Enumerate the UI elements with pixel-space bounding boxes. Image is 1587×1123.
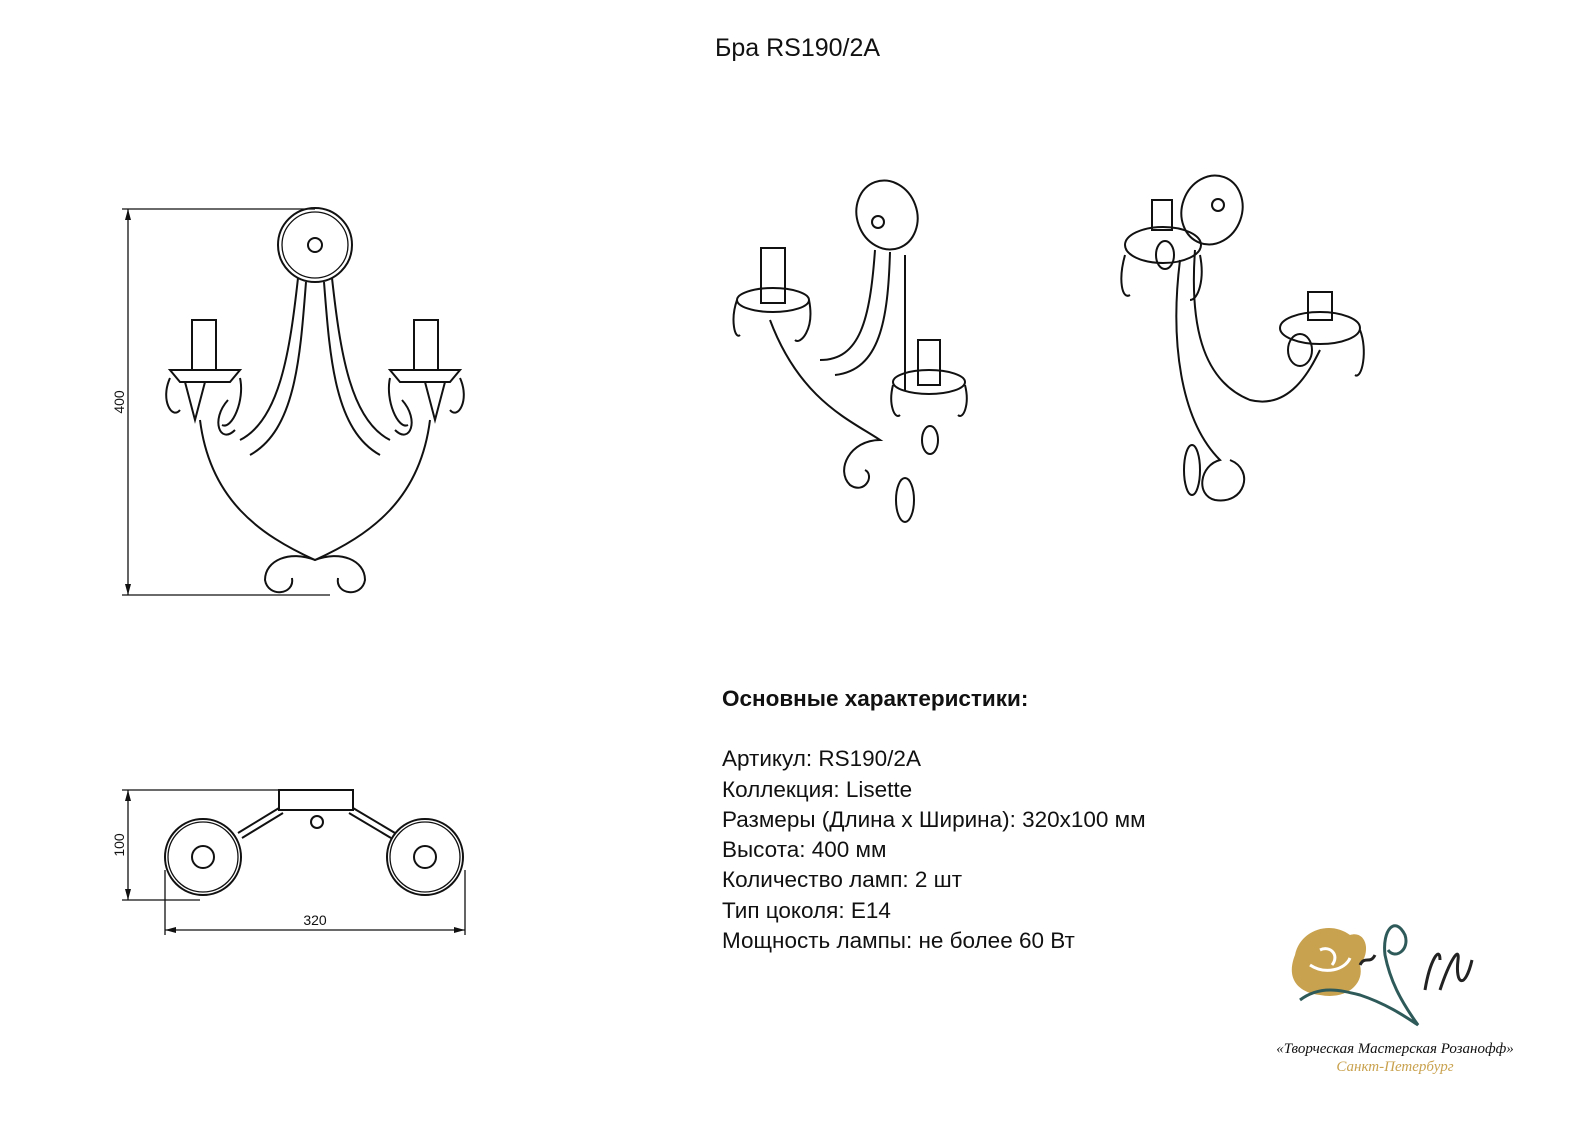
width-dimension-label: 100 — [111, 833, 127, 857]
spec-collection: Коллекция: Lisette — [722, 776, 913, 802]
plan-view-drawing: 100 320 — [111, 789, 466, 935]
logo-caption: «Творческая Мастерская Розанофф» Санкт-П… — [1230, 1040, 1560, 1076]
spec-article: Артикул: RS190/2A — [722, 746, 921, 772]
company-city: Санкт-Петербург — [1336, 1059, 1454, 1075]
specifications-block: Основные характеристики: Артикул: RS190/… — [722, 684, 1146, 956]
length-dimension-label: 320 — [303, 912, 327, 928]
front-view-drawing: 400 — [111, 207, 465, 596]
height-dimension-label: 400 — [111, 390, 127, 414]
company-name: «Творческая Мастерская Розанофф» — [1276, 1041, 1514, 1057]
isometric-view-2 — [1120, 174, 1365, 502]
spec-lamp-power: Мощность лампы: не более 60 Вт — [722, 928, 1075, 954]
rozanoff-logo — [1291, 924, 1474, 1027]
isometric-view-1 — [732, 179, 968, 523]
spec-socket-type: Тип цоколя: E14 — [722, 897, 891, 923]
page-title: Бра RS190/2A — [714, 34, 881, 62]
spec-lamp-count: Количество ламп: 2 шт — [722, 867, 962, 893]
spec-dimensions: Размеры (Длина х Ширина): 320х100 мм — [722, 806, 1146, 832]
spec-height: Высота: 400 мм — [722, 837, 887, 863]
specifications-heading: Основные характеристики: — [722, 686, 1029, 711]
